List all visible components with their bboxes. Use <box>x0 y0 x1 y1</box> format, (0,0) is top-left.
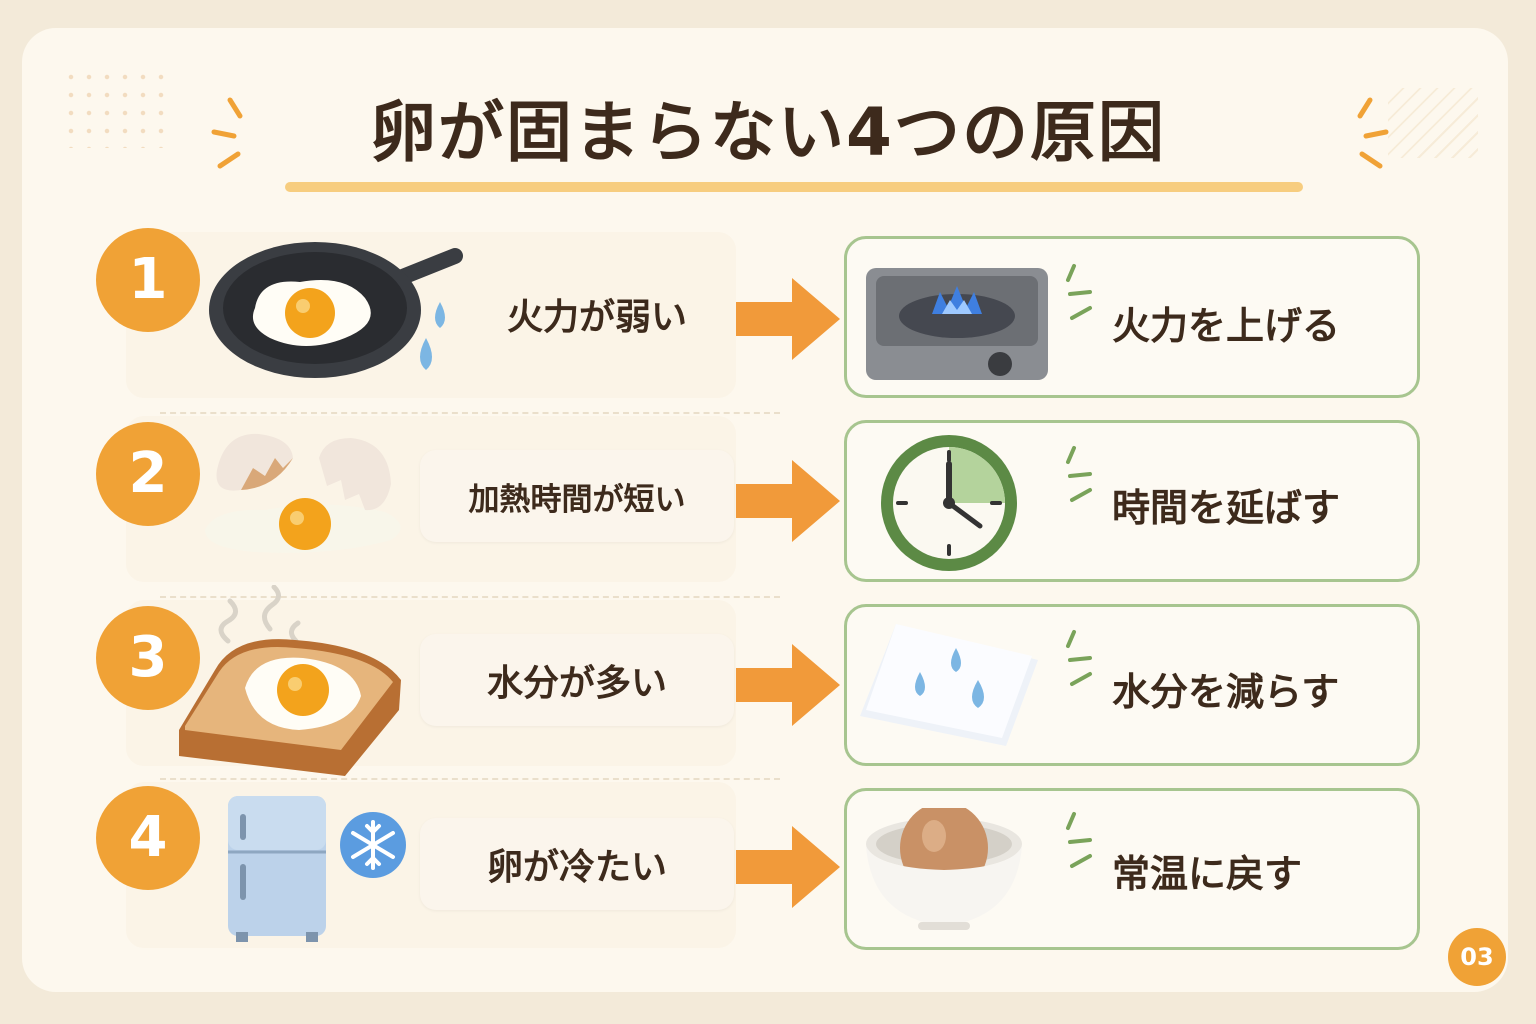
step-number-1: 1 <box>96 228 200 332</box>
page-number-badge: 03 <box>1448 928 1506 986</box>
solution-label-1: 火力を上げる <box>1112 303 1341 348</box>
frying-pan-icon <box>209 242 463 378</box>
clock-icon <box>881 435 1017 571</box>
steam-icon <box>218 585 301 644</box>
snowflake-icon <box>340 812 406 878</box>
egg-toast-icon <box>179 639 401 776</box>
solution-sparkle-icon-3 <box>1066 630 1092 686</box>
cause-label-3: 水分が多い <box>420 634 734 726</box>
solution-sparkle-icon-4 <box>1066 812 1092 868</box>
left-sparkle-icon <box>211 97 243 169</box>
refrigerator-icon <box>228 796 326 942</box>
right-sparkle-icon <box>1357 97 1389 169</box>
arrow-right-icon <box>736 644 840 726</box>
arrow-right-icon <box>736 278 840 360</box>
decorative-stripes <box>1388 88 1478 158</box>
step-number-2: 2 <box>96 422 200 526</box>
solution-label-3: 水分を減らす <box>1112 669 1340 714</box>
row-divider <box>160 778 780 780</box>
egg-bowl-icon <box>866 808 1022 930</box>
paper-towel-icon <box>860 624 1038 746</box>
solution-label-2: 時間を延ばす <box>1112 485 1341 530</box>
water-drops-icon <box>420 302 445 370</box>
row-divider <box>160 412 780 414</box>
page-title: 卵が固まらない4つの原因 <box>370 94 1166 171</box>
solution-sparkle-icon-2 <box>1066 446 1092 502</box>
decorative-dots <box>62 68 172 148</box>
cause-label-2: 加熱時間が短い <box>420 450 734 542</box>
step-number-3: 3 <box>96 606 200 710</box>
cause-label-1: 火力が弱い <box>506 297 687 338</box>
cracked-egg-icon <box>205 433 401 553</box>
solution-sparkle-icon-1 <box>1066 264 1092 320</box>
gas-stove-icon <box>866 268 1048 380</box>
solution-label-4: 常温に戻す <box>1112 851 1303 896</box>
arrow-right-icon <box>736 826 840 908</box>
title-underline <box>285 182 1303 192</box>
arrow-right-icon <box>736 460 840 542</box>
row-divider <box>160 596 780 598</box>
step-number-4: 4 <box>96 786 200 890</box>
cause-label-4: 卵が冷たい <box>420 818 734 910</box>
